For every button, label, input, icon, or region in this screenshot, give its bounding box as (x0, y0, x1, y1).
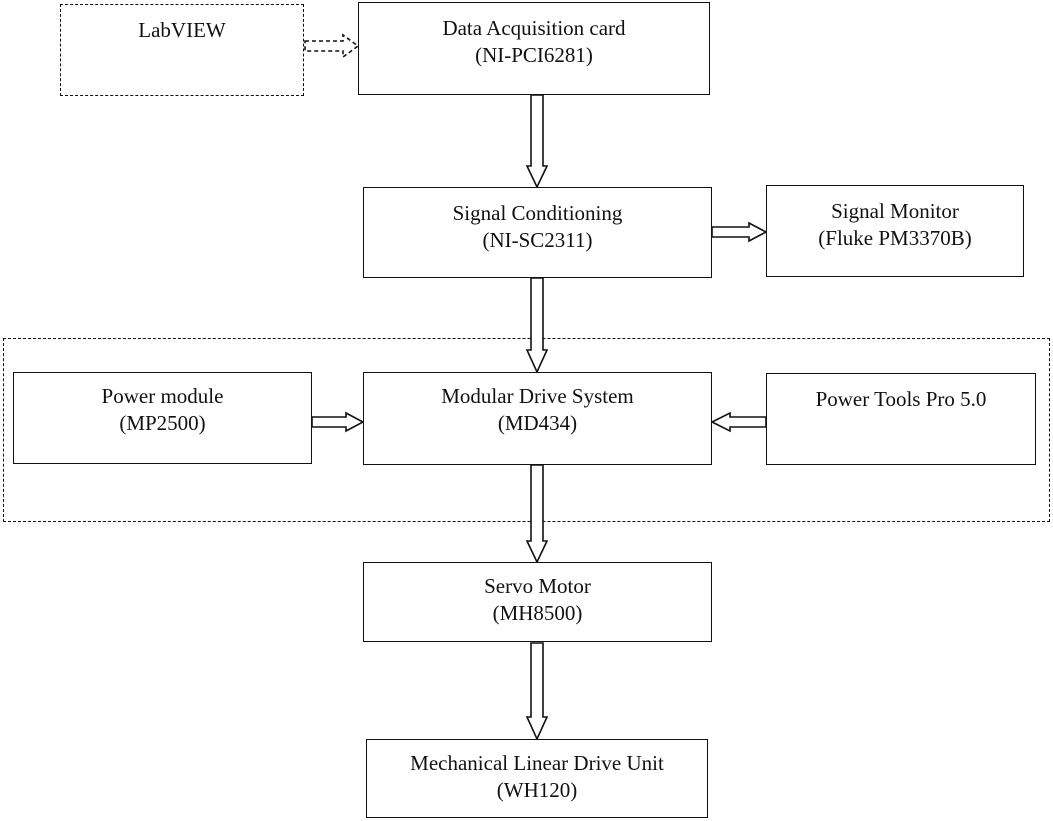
node-signal-conditioning: Signal Conditioning (NI-SC2311) (363, 187, 712, 278)
arrow-power-tools-to-modular-drive (710, 411, 767, 433)
node-linear-drive-model: (WH120) (496, 778, 578, 802)
node-signal-monitor: Signal Monitor (Fluke PM3370B) (766, 185, 1024, 277)
node-power-tools-pro-title: Power Tools Pro 5.0 (815, 387, 987, 411)
arrow-signal-conditioning-to-signal-monitor (711, 221, 768, 243)
drive-subsystem-group (3, 338, 1050, 522)
node-mechanical-linear-drive-unit: Mechanical Linear Drive Unit (WH120) (366, 739, 708, 818)
arrow-signal-conditioning-to-modular-drive (525, 277, 549, 374)
node-signal-conditioning-model: (NI-SC2311) (482, 228, 593, 252)
arrow-modular-drive-to-servo-motor (525, 464, 549, 564)
arrow-power-module-to-modular-drive (311, 411, 365, 433)
node-daq-card-model: (NI-PCI6281) (475, 43, 593, 67)
node-daq-card: Data Acquisition card (NI-PCI6281) (358, 2, 710, 95)
node-linear-drive-title: Mechanical Linear Drive Unit (410, 751, 664, 775)
node-servo-motor-model: (MH8500) (492, 601, 583, 625)
node-daq-card-title: Data Acquisition card (442, 16, 626, 40)
node-power-module-model: (MP2500) (119, 411, 206, 435)
node-power-module: Power module (MP2500) (13, 372, 312, 464)
node-signal-monitor-model: (Fluke PM3370B) (818, 226, 972, 250)
node-labview-label: LabVIEW (138, 18, 226, 42)
node-modular-drive-system-title: Modular Drive System (441, 384, 634, 408)
node-modular-drive-system-model: (MD434) (497, 411, 578, 435)
node-modular-drive-system: Modular Drive System (MD434) (363, 372, 712, 465)
arrow-labview-to-daq (304, 33, 360, 59)
node-signal-conditioning-title: Signal Conditioning (452, 201, 623, 225)
node-power-module-title: Power module (101, 384, 224, 408)
arrow-servo-motor-to-linear-drive (525, 642, 549, 741)
arrow-daq-to-signal-conditioning (525, 94, 549, 189)
node-servo-motor: Servo Motor (MH8500) (363, 562, 712, 642)
node-power-tools-pro: Power Tools Pro 5.0 (766, 373, 1036, 465)
node-signal-monitor-title: Signal Monitor (831, 199, 959, 223)
node-servo-motor-title: Servo Motor (484, 574, 591, 598)
node-labview: LabVIEW (60, 4, 304, 96)
